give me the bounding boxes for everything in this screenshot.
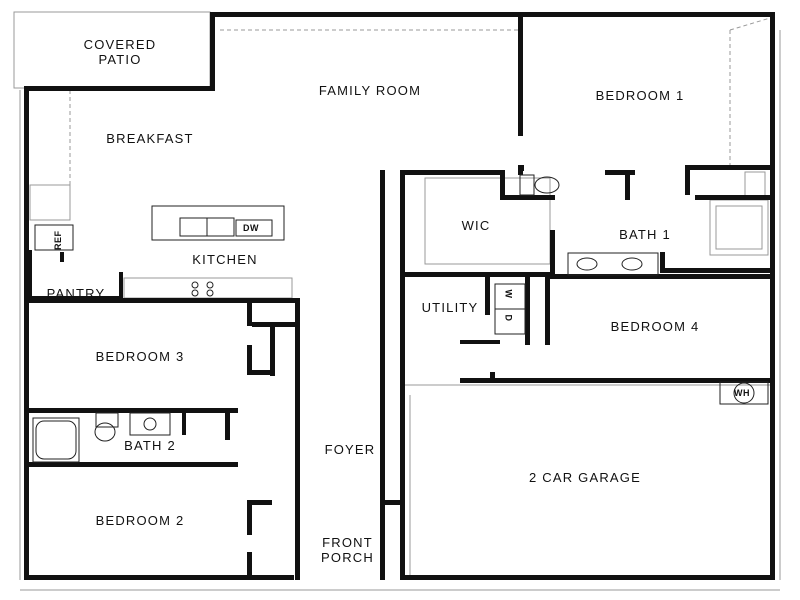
room-label-family-room: FAMILY ROOM	[318, 83, 422, 98]
outline-features	[13, 11, 781, 591]
room-label-pantry: PANTRY	[46, 286, 106, 301]
room-label-bedroom-1: BEDROOM 1	[595, 88, 685, 103]
room-label-bedroom-3: BEDROOM 3	[95, 349, 185, 364]
room-label-breakfast: BREAKFAST	[106, 131, 194, 146]
room-label-bath-1: BATH 1	[619, 227, 671, 242]
room-label-front-porch: FRONT PORCH	[321, 535, 374, 565]
room-label-kitchen: KITCHEN	[192, 252, 258, 267]
room-label-two-car-garage: 2 CAR GARAGE	[529, 470, 641, 485]
room-label-bedroom-2: BEDROOM 2	[95, 513, 185, 528]
room-label-foyer: FOYER	[324, 442, 376, 457]
room-label-covered-patio: COVERED PATIO	[83, 37, 157, 67]
dishwasher-label: DW	[243, 223, 259, 233]
fixtures	[32, 174, 769, 463]
room-label-bedroom-4: BEDROOM 4	[610, 319, 700, 334]
water-heater-label: WH	[734, 388, 750, 398]
room-label-wic: WIC	[461, 218, 491, 233]
room-label-utility: UTILITY	[421, 300, 479, 315]
room-label-bath-2: BATH 2	[124, 438, 176, 453]
dryer-label: D	[503, 314, 514, 322]
refrigerator-label: REF	[53, 230, 63, 251]
walls	[24, 12, 775, 580]
washer-label: W	[503, 289, 514, 299]
